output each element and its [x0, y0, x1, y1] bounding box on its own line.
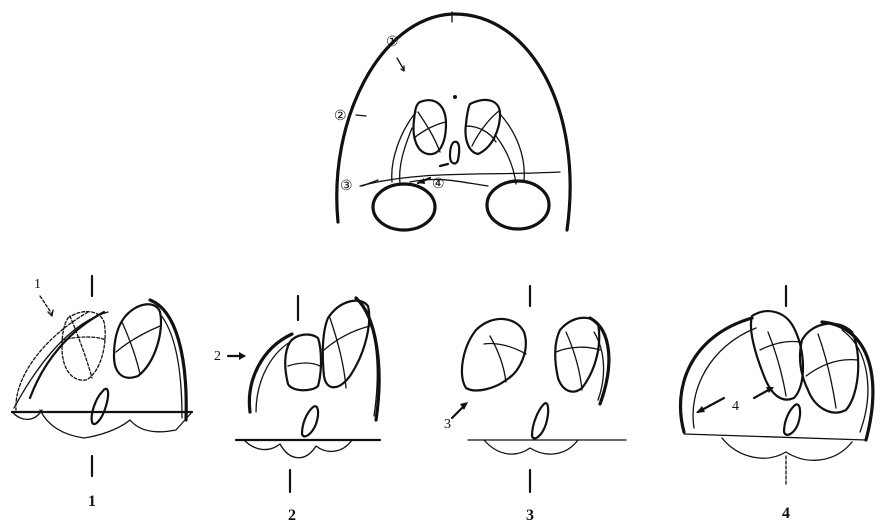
panel-3-caption: 3 — [526, 507, 534, 524]
marker-1: ① — [386, 35, 399, 50]
right-upper-lobe — [466, 100, 501, 154]
panel-2: 2 2 — [214, 296, 380, 524]
panel-3: 3 3 — [444, 286, 626, 524]
panel-2-arrow-label: 2 — [214, 349, 221, 364]
panel-4-caption: 4 — [782, 505, 790, 522]
panel-4: 4 4 — [681, 286, 873, 522]
panel-1-arrow-label: 1 — [34, 277, 41, 292]
panel-1-dashed-left-arc — [16, 312, 88, 410]
panel-1-caption: 1 — [88, 493, 96, 510]
top-figure: ① ② ③ ④ — [334, 12, 570, 230]
marker-3: ③ — [340, 179, 353, 194]
panel-4-arrow-label: 4 — [732, 399, 739, 414]
panel-3-arrow-label: 3 — [444, 417, 451, 432]
head-outline — [337, 14, 570, 230]
midline-dot — [453, 95, 457, 99]
marker-4: ④ — [432, 177, 445, 192]
panel-1: 1 1 — [12, 276, 192, 510]
panel-2-caption: 2 — [288, 507, 296, 524]
right-eye — [487, 181, 549, 229]
left-eye — [373, 184, 435, 230]
marker-2: ② — [334, 109, 347, 124]
